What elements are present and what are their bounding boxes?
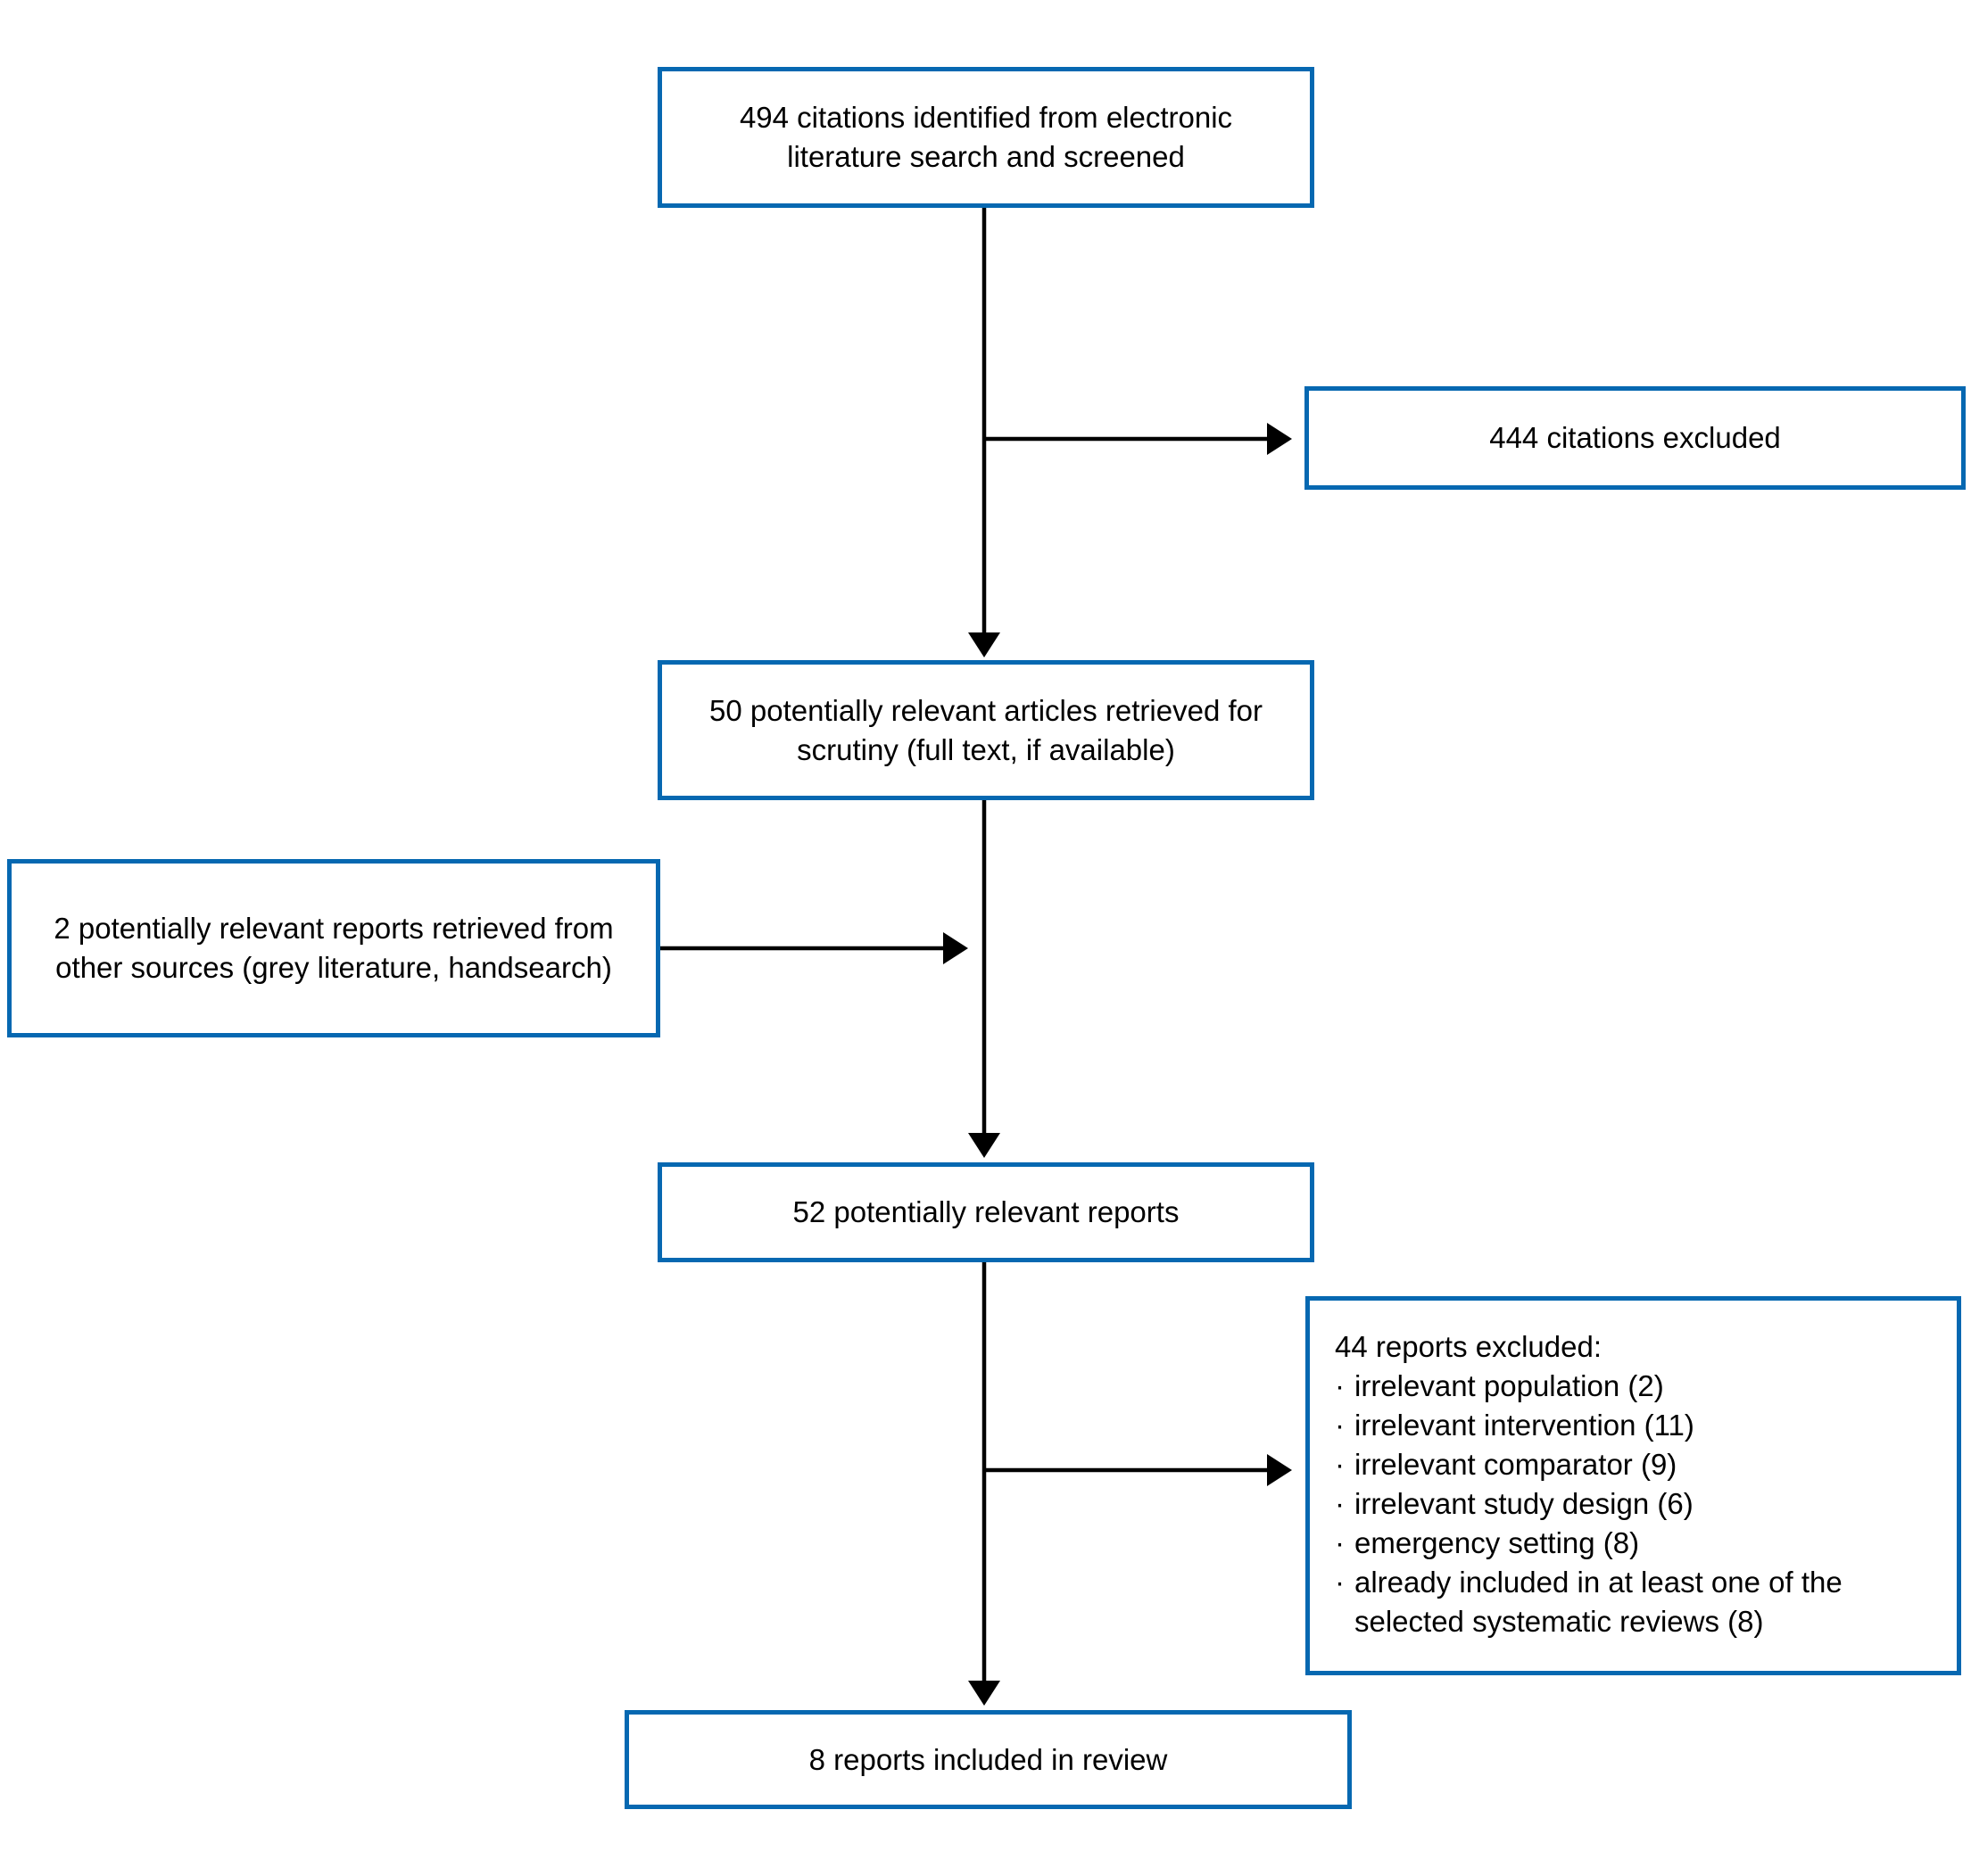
box-reports-included-text: 8 reports included in review bbox=[808, 1742, 1168, 1776]
excluded-reason-item: · irrelevant population (2) bbox=[1335, 1367, 1932, 1406]
excluded-reason-text: irrelevant study design (6) bbox=[1354, 1487, 1694, 1520]
excluded-reason-item: · irrelevant study design (6) bbox=[1335, 1484, 1932, 1524]
excluded-reason-item: · irrelevant comparator (9) bbox=[1335, 1445, 1932, 1484]
excluded-reason-text: irrelevant comparator (9) bbox=[1354, 1448, 1677, 1481]
box-potentially-relevant-reports-text: 52 potentially relevant reports bbox=[792, 1195, 1180, 1229]
reports-excluded-heading: 44 reports excluded: bbox=[1335, 1330, 1602, 1363]
arrow-other-sources-to-main-flow bbox=[660, 932, 968, 964]
excluded-reason-text: already included in at least one of the … bbox=[1354, 1566, 1843, 1638]
box-other-sources: 2 potentially relevant reports retrieved… bbox=[7, 859, 660, 1037]
box-articles-retrieved-text: 50 potentially relevant articles retriev… bbox=[709, 693, 1263, 766]
box-citations-identified: 494 citations identified from electronic… bbox=[658, 67, 1314, 208]
excluded-reason-text: irrelevant intervention (11) bbox=[1354, 1409, 1694, 1442]
arrow-relevant-to-included bbox=[968, 1262, 1000, 1706]
box-citations-excluded-text: 444 citations excluded bbox=[1489, 421, 1781, 455]
bullet-icon: · bbox=[1335, 1409, 1345, 1442]
arrow-identified-to-retrieved bbox=[968, 208, 1000, 657]
box-articles-retrieved: 50 potentially relevant articles retriev… bbox=[658, 660, 1314, 800]
box-citations-excluded: 444 citations excluded bbox=[1304, 386, 1966, 490]
arrow-branch-to-excluded-reports bbox=[982, 1454, 1292, 1486]
excluded-reason-text: emergency setting (8) bbox=[1354, 1526, 1640, 1559]
box-potentially-relevant-reports: 52 potentially relevant reports bbox=[658, 1162, 1314, 1262]
arrow-branch-to-excluded-citations bbox=[982, 423, 1292, 455]
bullet-icon: · bbox=[1335, 1487, 1345, 1520]
box-other-sources-text: 2 potentially relevant reports retrieved… bbox=[54, 912, 614, 984]
bullet-icon: · bbox=[1335, 1448, 1345, 1481]
bullet-icon: · bbox=[1335, 1566, 1345, 1599]
excluded-reason-text: irrelevant population (2) bbox=[1354, 1369, 1664, 1402]
box-citations-identified-text: 494 citations identified from electronic… bbox=[739, 101, 1233, 173]
arrow-retrieved-to-relevant-reports bbox=[968, 800, 1000, 1158]
bullet-icon: · bbox=[1335, 1369, 1345, 1402]
excluded-reason-item: · irrelevant intervention (11) bbox=[1335, 1406, 1932, 1445]
excluded-reason-item: · already included in at least one of th… bbox=[1335, 1563, 1932, 1641]
bullet-icon: · bbox=[1335, 1526, 1345, 1559]
box-reports-included: 8 reports included in review bbox=[625, 1710, 1352, 1809]
box-reports-excluded: 44 reports excluded: · irrelevant popula… bbox=[1305, 1296, 1961, 1675]
excluded-reason-item: · emergency setting (8) bbox=[1335, 1524, 1932, 1563]
